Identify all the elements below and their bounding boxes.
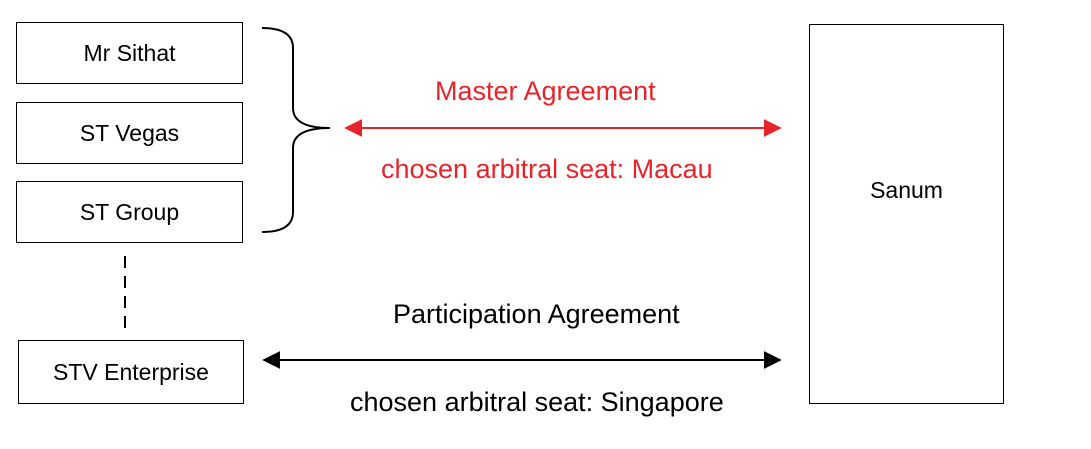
party-label-stv-enterprise: STV Enterprise — [53, 358, 209, 385]
participation-agreement-title: Participation Agreement — [393, 299, 680, 329]
party-box-sanum: Sanum — [809, 24, 1004, 404]
party-box-mr-sithat: Mr Sithat — [16, 22, 243, 84]
party-box-st-group: ST Group — [16, 181, 243, 243]
party-label-sanum: Sanum — [870, 177, 943, 203]
participation-agreement-seat: chosen arbitral seat: Singapore — [350, 387, 724, 417]
party-box-st-vegas: ST Vegas — [16, 102, 243, 164]
party-label-st-group: ST Group — [79, 198, 180, 225]
party-label-st-vegas: ST Vegas — [79, 119, 180, 146]
party-label-mr-sithat: Mr Sithat — [83, 39, 176, 66]
party-box-stv-enterprise: STV Enterprise — [18, 340, 244, 404]
group-brace — [261, 27, 331, 233]
master-agreement-title: Master Agreement — [435, 76, 656, 106]
master-agreement-seat: chosen arbitral seat: Macau — [381, 154, 713, 184]
